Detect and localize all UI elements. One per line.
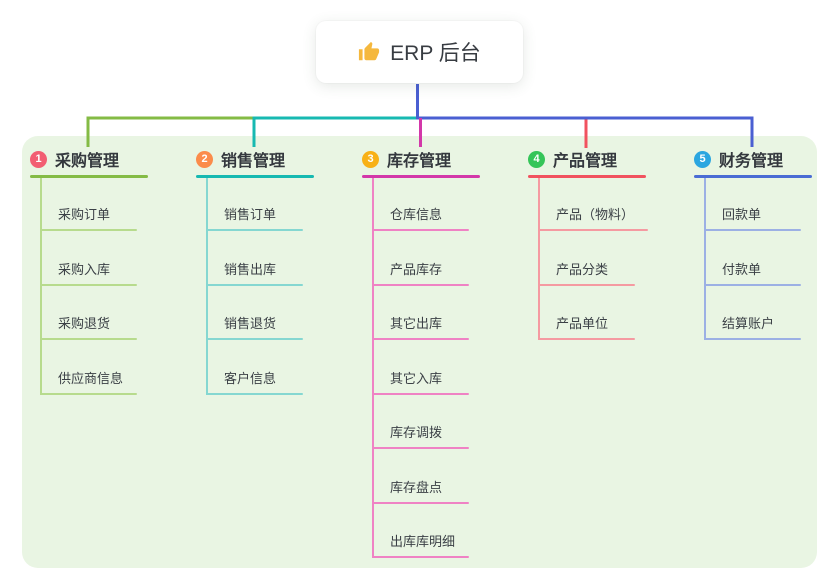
child-underline (40, 392, 137, 395)
branch-header-2[interactable]: 2 销售管理 (196, 146, 285, 172)
child-node[interactable]: 仓库信息 (390, 207, 443, 222)
child-node[interactable]: 采购退货 (58, 316, 111, 331)
child-node[interactable]: 产品库存 (390, 261, 443, 277)
child-underline (40, 229, 137, 231)
branch-header-3[interactable]: 3 库存管理 (362, 146, 451, 172)
child-underline (704, 229, 801, 231)
child-node[interactable]: 客户信息 (224, 370, 277, 386)
child-underline (372, 229, 469, 231)
root-title: ERP 后台 (390, 42, 481, 65)
branch-number-badge: 2 (196, 150, 213, 168)
child-node[interactable]: 采购入库 (58, 261, 111, 277)
branch-number-badge: 4 (528, 150, 545, 168)
branch-header-4[interactable]: 4 产品管理 (528, 146, 617, 172)
child-underline (372, 283, 469, 286)
child-underline (206, 283, 303, 286)
child-node[interactable]: 付款单 (722, 261, 762, 277)
child-node[interactable]: 库存盘点 (390, 479, 443, 495)
child-underline (538, 338, 635, 340)
child-node[interactable]: 产品（物料） (556, 207, 635, 222)
branch-child-spine (704, 178, 706, 340)
branch-title: 产品管理 (553, 153, 618, 170)
branch-number-badge: 1 (30, 150, 47, 168)
branch-underline (30, 175, 148, 178)
child-node[interactable]: 销售订单 (224, 207, 277, 222)
branch-header-1[interactable]: 1 采购管理 (30, 146, 119, 172)
child-node[interactable]: 其它入库 (390, 370, 443, 386)
branch-underline (528, 175, 646, 178)
child-underline (372, 338, 469, 340)
child-underline (704, 338, 801, 340)
child-node[interactable]: 回款单 (722, 207, 762, 222)
child-underline (40, 283, 137, 286)
child-node[interactable]: 采购订单 (58, 207, 111, 222)
root-node[interactable]: ERP 后台 (316, 21, 523, 83)
child-node[interactable]: 其它出库 (390, 316, 443, 331)
child-node[interactable]: 销售出库 (224, 261, 277, 277)
branch-child-spine (538, 178, 540, 340)
branch-title: 销售管理 (221, 153, 286, 170)
child-underline (206, 338, 303, 340)
child-underline (704, 283, 801, 286)
branch-title: 库存管理 (387, 153, 452, 170)
child-underline (206, 229, 303, 231)
thumbs-up-icon (358, 41, 380, 63)
branch-underline (362, 175, 480, 178)
child-underline (372, 392, 469, 395)
child-node[interactable]: 产品单位 (556, 316, 609, 331)
branch-title: 采购管理 (55, 153, 120, 170)
branch-child-spine (206, 178, 208, 395)
child-underline (372, 501, 469, 504)
child-node[interactable]: 结算账户 (722, 316, 775, 331)
child-node[interactable]: 出库库明细 (390, 534, 456, 549)
branch-title: 财务管理 (719, 153, 784, 170)
child-underline (372, 556, 469, 558)
child-underline (40, 338, 137, 340)
branch-number-badge: 3 (362, 150, 379, 168)
branch-underline (196, 175, 314, 178)
child-underline (206, 392, 303, 395)
child-underline (538, 229, 648, 231)
child-underline (538, 283, 635, 286)
child-node[interactable]: 供应商信息 (58, 370, 124, 386)
branch-child-spine (372, 178, 374, 558)
branch-child-spine (40, 178, 42, 395)
child-node[interactable]: 产品分类 (556, 261, 609, 277)
branch-underline (694, 175, 812, 178)
child-node[interactable]: 销售退货 (224, 316, 277, 331)
canvas-background (22, 136, 817, 568)
child-underline (372, 447, 469, 449)
child-node[interactable]: 库存调拨 (390, 425, 443, 440)
branch-header-5[interactable]: 5 财务管理 (694, 146, 783, 172)
branch-number-badge: 5 (694, 150, 711, 168)
